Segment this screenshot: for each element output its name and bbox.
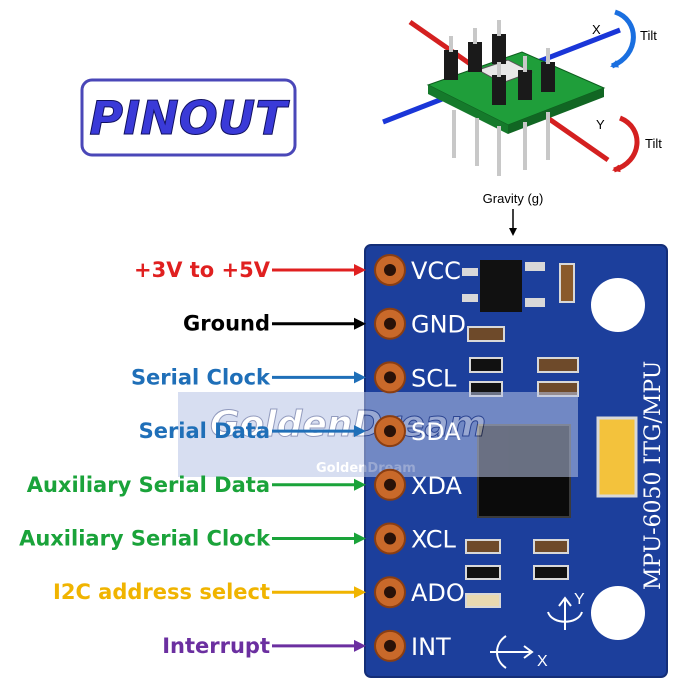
pin-hole xyxy=(384,639,396,652)
mounting-hole-top xyxy=(591,278,645,332)
voltage-regulator xyxy=(480,260,522,312)
pin-hole xyxy=(384,317,396,330)
pin-row-ado: ADO I2C address select xyxy=(53,576,465,609)
pin-arrowhead xyxy=(354,532,366,545)
pin-row-gnd: GND Ground xyxy=(183,307,466,340)
y-axis-label: Y xyxy=(596,117,605,132)
pin-hole xyxy=(384,532,396,545)
board-axis-glyph-x xyxy=(490,635,534,669)
smd-capacitor xyxy=(465,539,501,554)
pinout-title-box: PINOUT xyxy=(80,78,297,157)
pin-arrowhead xyxy=(354,478,366,491)
pin-name: INT xyxy=(411,633,451,661)
pin-arrowhead xyxy=(354,586,366,599)
pin-arrowhead xyxy=(354,264,366,276)
pin-arrowhead xyxy=(354,371,366,384)
smd-resistor xyxy=(465,565,501,580)
smd-capacitor xyxy=(537,357,579,373)
smd-capacitor xyxy=(467,326,505,342)
pin-row-sda: SDA Serial Data xyxy=(139,415,461,448)
pin-name: XCL xyxy=(411,526,456,554)
pinout-title: PINOUT xyxy=(89,91,290,145)
yellow-capacitor xyxy=(596,416,638,498)
pin-hole xyxy=(384,586,396,599)
x-tilt-label: Tilt xyxy=(640,28,657,43)
pin-arrowhead xyxy=(354,425,366,438)
pin-description: Serial Clock xyxy=(131,365,271,389)
pin-name: GND xyxy=(411,311,466,339)
pin-arrowhead xyxy=(354,639,366,652)
smd-resistor xyxy=(533,565,569,580)
pin-arrowhead xyxy=(354,317,366,330)
mini-board-side xyxy=(428,85,508,134)
pin-name: XDA xyxy=(411,472,463,500)
pin-description: I2C address select xyxy=(53,580,270,604)
pin-row-int: INT Interrupt xyxy=(162,629,451,662)
pin-hole xyxy=(384,478,396,491)
x-tilt-arrow xyxy=(610,9,636,69)
smd-resistor xyxy=(465,593,501,608)
gravity-label: Gravity (g) xyxy=(483,191,544,206)
pin-row-vcc: VCC +3V to +5V xyxy=(134,254,461,286)
pin-name: VCC xyxy=(411,257,461,285)
pin-hole xyxy=(384,264,396,276)
watermark-main-text: GoldenDream xyxy=(210,404,486,445)
smd-capacitor xyxy=(533,539,569,554)
pin-description: Auxiliary Serial Data xyxy=(27,473,270,497)
y-tilt-label: Tilt xyxy=(645,136,662,151)
smd-resistor xyxy=(469,357,503,373)
pin-hole xyxy=(384,425,396,438)
pin-description: Serial Data xyxy=(139,419,270,443)
board-silkscreen-text: MPU-6050 ITG/MPU xyxy=(641,361,666,590)
pin-name: SDA xyxy=(411,418,461,446)
pin-row-xcl: XCL Auxiliary Serial Clock xyxy=(19,522,456,555)
pin-description: Ground xyxy=(183,312,270,336)
pin-hole xyxy=(384,371,396,384)
pin-row-scl: SCL Serial Clock xyxy=(131,361,457,394)
pin-description: Interrupt xyxy=(162,634,270,658)
mini-header-pins xyxy=(444,20,555,176)
board-axis-x-label: X xyxy=(537,653,548,670)
mini-board-side-right xyxy=(508,88,604,134)
board-axis-glyph-y xyxy=(547,596,583,630)
pin-name: SCL xyxy=(411,364,457,392)
pin-description: +3V to +5V xyxy=(134,258,271,282)
y-tilt-arrow xyxy=(612,115,640,173)
mounting-hole-bottom xyxy=(591,586,645,640)
capacitor xyxy=(559,263,575,303)
board-axis-y-label: Y xyxy=(574,591,585,608)
sensor-orientation-illustration: X Y Tilt Tilt Gravity (g) xyxy=(382,9,662,236)
pin-row-xda: XDA Auxiliary Serial Data xyxy=(27,468,463,501)
x-axis-label: X xyxy=(592,22,601,37)
pin-description: Auxiliary Serial Clock xyxy=(19,527,271,551)
pin-name: ADO xyxy=(411,579,465,607)
